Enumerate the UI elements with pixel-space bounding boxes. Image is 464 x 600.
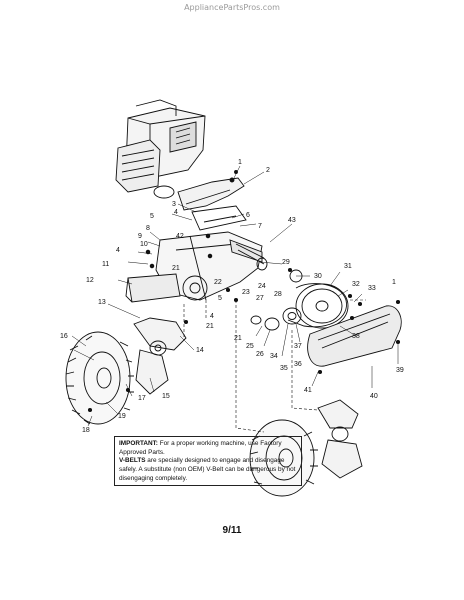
callout-26: 26 (256, 351, 264, 358)
callout-27: 27 (256, 295, 264, 302)
callout-12: 12 (86, 277, 94, 284)
callout-7: 7 (258, 223, 262, 230)
belt-cover (307, 305, 402, 367)
leader-lines (71, 165, 399, 427)
callout-21b: 21 (206, 323, 214, 330)
right-tines (317, 399, 363, 479)
callout-4: 4 (174, 209, 178, 216)
left-wheel (65, 331, 134, 425)
callout-18: 18 (82, 427, 90, 434)
callout-38: 38 (352, 333, 360, 340)
callout-35: 35 (280, 365, 288, 372)
mount-plate (191, 205, 247, 231)
callout-33: 33 (368, 285, 376, 292)
callout-32: 32 (352, 281, 360, 288)
callout-1: 1 (238, 159, 242, 166)
engine-drawing (115, 99, 206, 199)
callout-17: 17 (138, 395, 146, 402)
callout-1b: 1 (392, 279, 396, 286)
callout-10: 10 (140, 241, 148, 248)
v-belt (287, 283, 347, 328)
callout-5: 5 (150, 213, 154, 220)
important-notice: IMPORTANT: For a proper working machine,… (114, 436, 302, 486)
watermark: AppliancePartsPros.com (184, 3, 280, 12)
callout-15: 15 (162, 393, 170, 400)
callout-8: 8 (146, 225, 150, 232)
callout-24: 24 (258, 283, 266, 290)
callout-13: 13 (98, 299, 106, 306)
callout-3: 3 (172, 201, 176, 208)
callout-31: 31 (344, 263, 352, 270)
callout-29: 29 (282, 259, 290, 266)
callout-22: 22 (214, 279, 222, 286)
callout-41: 41 (304, 387, 312, 394)
callout-28: 28 (274, 291, 282, 298)
callout-21c: 21 (234, 335, 242, 342)
left-tines (133, 317, 187, 395)
callout-5b: 5 (218, 295, 222, 302)
callout-16: 16 (60, 333, 68, 340)
callout-4b: 4 (116, 247, 120, 254)
callout-34: 34 (270, 353, 278, 360)
vbelts-text: are specially designed to engage and dis… (119, 457, 296, 482)
main-shaft (235, 243, 265, 265)
alignment-lines (183, 299, 366, 433)
callout-36: 36 (294, 361, 302, 368)
front-bumper (125, 273, 181, 303)
callout-6: 6 (246, 212, 250, 219)
callout-21: 21 (172, 265, 180, 272)
callout-39: 39 (396, 367, 404, 374)
right-wheel (249, 419, 318, 497)
callout-37: 37 (294, 343, 302, 350)
upper-shroud (177, 177, 245, 211)
transmission-housing (155, 231, 263, 301)
callout-23: 23 (242, 289, 250, 296)
vbelts-label: V-BELTS (119, 457, 146, 465)
callout-labels: 1 2 3 4 5 6 7 8 9 10 11 12 13 14 15 16 1… (60, 159, 404, 434)
callout-14: 14 (196, 347, 204, 354)
callout-2: 2 (266, 167, 270, 174)
callout-43: 43 (288, 217, 296, 224)
callout-42: 42 (176, 233, 184, 240)
callout-19: 19 (118, 413, 126, 420)
callout-40: 40 (370, 393, 378, 400)
callout-11: 11 (102, 261, 109, 268)
callout-30: 30 (314, 273, 322, 280)
callout-4c: 4 (210, 313, 214, 320)
callout-9: 9 (138, 233, 142, 240)
important-label: IMPORTANT: (119, 440, 158, 447)
page-number: 9/11 (222, 525, 242, 536)
important-text: For a proper working machine, use Factor… (119, 440, 282, 456)
callout-25: 25 (246, 343, 254, 350)
